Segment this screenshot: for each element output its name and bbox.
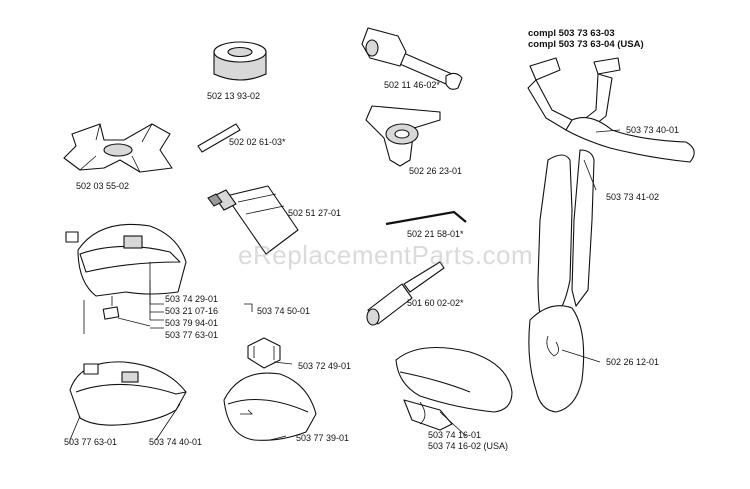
label-503-72-49-01: 503 72 49-01	[298, 361, 352, 371]
label-503-74-16-01: 503 74 16-01	[428, 430, 482, 440]
label-502-21-58-01: 502 21 58-01*	[407, 229, 464, 239]
leader-lines	[69, 129, 621, 444]
label-502-26-23-01: 502 26 23-01	[409, 166, 463, 176]
label-503-77-63-01-upper: 503 77 63-01	[165, 330, 219, 340]
label-503-74-50-01: 503 74 50-01	[257, 306, 311, 316]
label-503-77-39-01: 503 77 39-01	[296, 433, 350, 443]
label-502-13-93-02: 502 13 93-02	[207, 91, 261, 101]
spool-part-502-13-93-02	[213, 41, 267, 81]
tool-part-501-60-02-02	[366, 261, 445, 326]
label-501-60-02-02: 501 60 02-02*	[407, 298, 464, 308]
label-503-73-40-01: 503 73 40-01	[626, 125, 680, 135]
hex-key-part-502-21-58-01	[385, 210, 467, 226]
blade-part-502-03-55-02	[63, 123, 173, 173]
guard-part-503-74-50-01	[65, 223, 187, 320]
label-503-74-40-01-lower: 503 74 40-01	[149, 437, 203, 447]
wrench-part-502-11-46-02	[361, 27, 463, 90]
label-503-74-29-01: 503 74 29-01	[165, 294, 219, 304]
pin-part-502-02-61-03	[197, 123, 241, 153]
assembly-header-line-1: compl 503 73 63-03	[528, 28, 615, 39]
assembly-header-line-2: compl 503 73 63-04 (USA)	[528, 39, 644, 50]
label-502-51-27-01: 502 51 27-01	[288, 208, 342, 218]
label-503-73-41-02: 503 73 41-02	[606, 192, 660, 202]
watermark: eReplacementParts.com	[238, 240, 534, 270]
label-502-11-46-02: 502 11 46-02*	[384, 80, 440, 90]
blade-guard-part-503-74-40-01	[69, 361, 187, 426]
hip-pad-part-503-74-16-01	[395, 347, 513, 431]
clip-part-503-72-49-01	[247, 337, 281, 369]
label-503-74-16-02: 503 74 16-02 (USA)	[428, 441, 509, 451]
label-503-79-94-01: 503 79 94-01	[165, 318, 219, 328]
label-502-26-12-01: 502 26 12-01	[606, 357, 660, 367]
harness-assembly	[527, 57, 695, 413]
label-502-03-55-02: 502 03 55-02	[76, 181, 130, 191]
grease-tube-part-502-51-27-01	[207, 185, 299, 255]
support-plate-part-502-26-23-01	[365, 105, 441, 167]
label-503-77-63-01-lower: 503 77 63-01	[64, 437, 118, 447]
blade-guard-part-503-77-39-01	[223, 372, 317, 441]
label-502-02-61-03: 502 02 61-03*	[229, 137, 286, 147]
label-503-21-07-16: 503 21 07-16	[165, 306, 219, 316]
